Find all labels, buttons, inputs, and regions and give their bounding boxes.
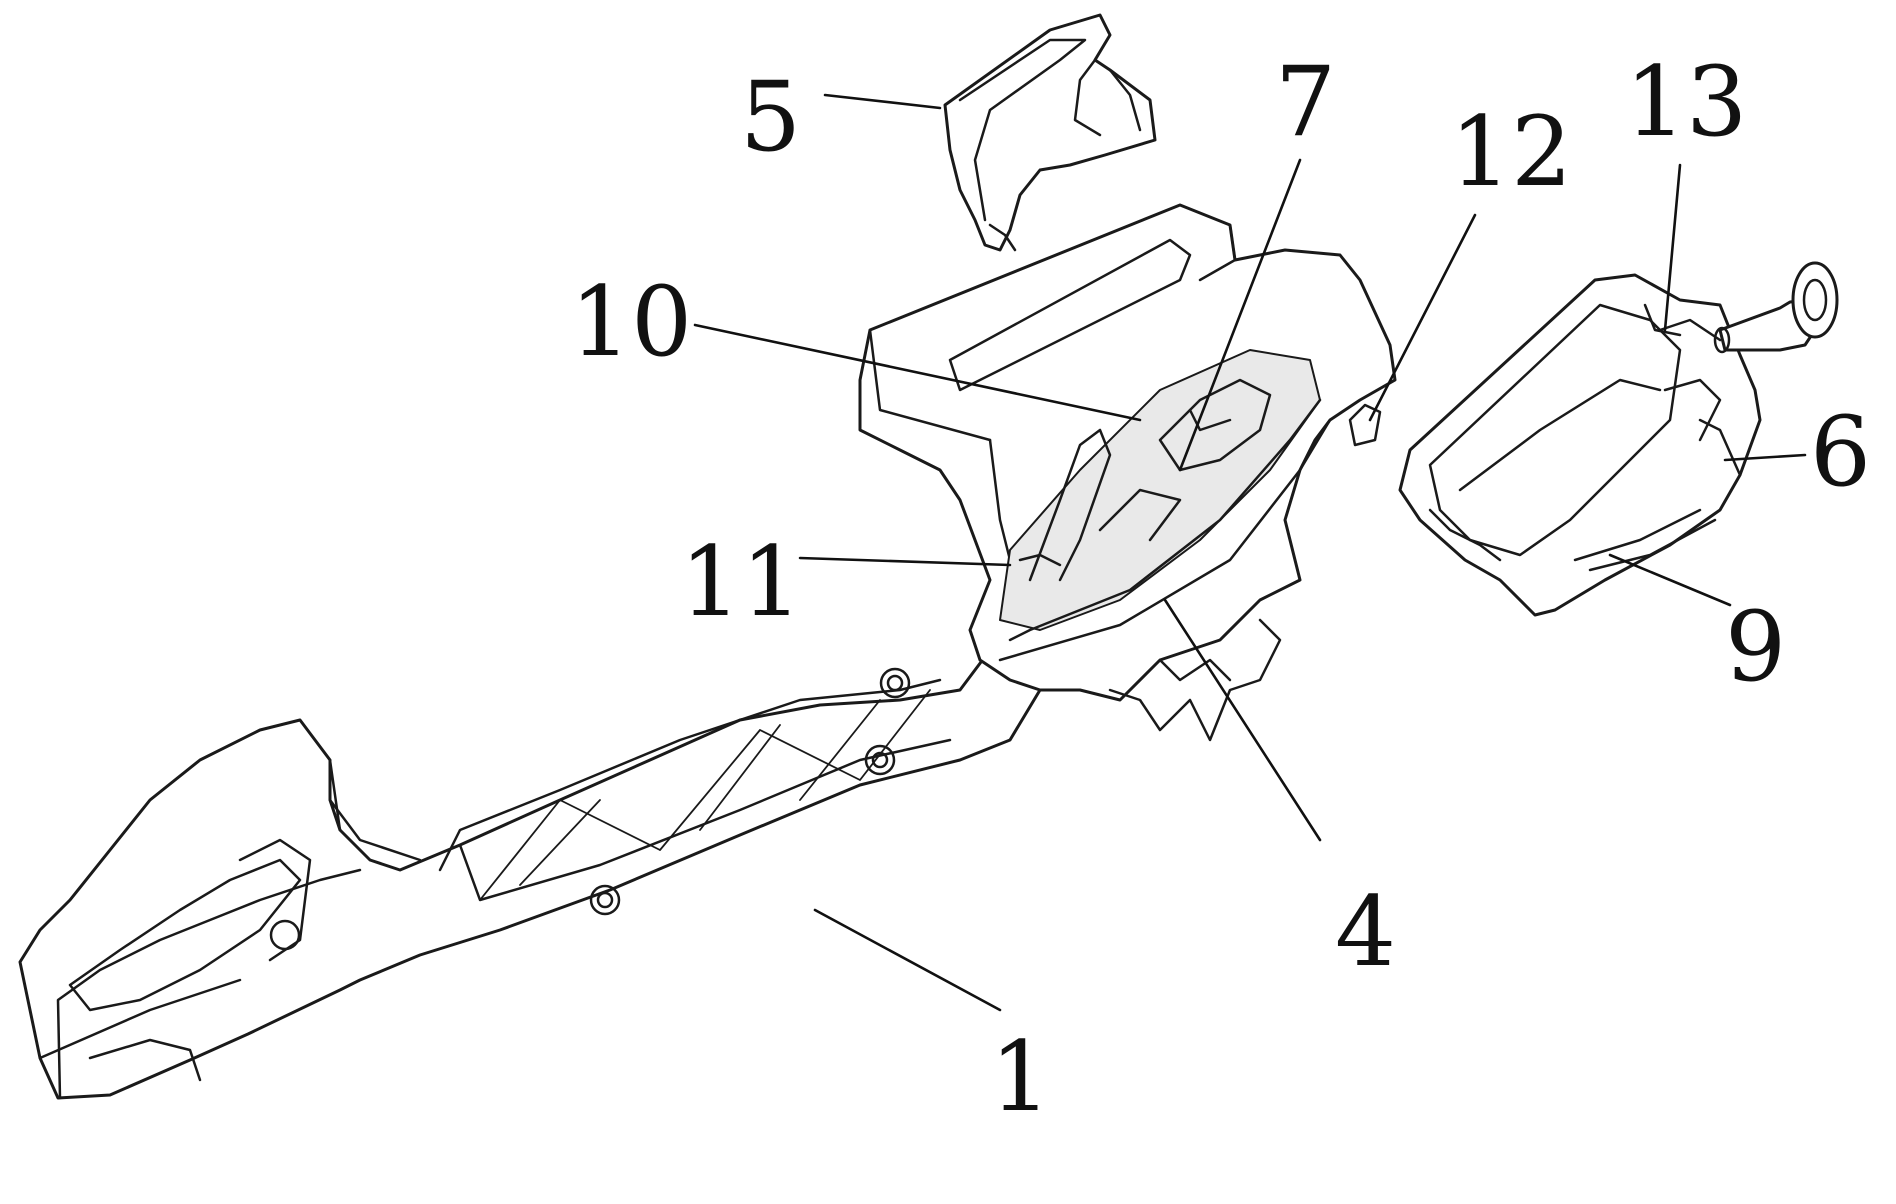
leader-9 bbox=[1610, 555, 1730, 605]
callout-11: 11 bbox=[680, 526, 802, 638]
callout-10: 10 bbox=[570, 266, 692, 378]
leader-4 bbox=[1165, 600, 1320, 840]
callout-7: 7 bbox=[1275, 46, 1336, 158]
callout-4: 4 bbox=[1335, 876, 1396, 988]
cap-part-5 bbox=[945, 15, 1155, 250]
cover-part-6 bbox=[1400, 275, 1760, 615]
leader-5 bbox=[825, 95, 940, 108]
callout-1: 1 bbox=[990, 1021, 1051, 1133]
leader-12 bbox=[1370, 215, 1475, 420]
callout-9: 9 bbox=[1725, 591, 1786, 703]
housing-body bbox=[860, 205, 1395, 740]
handle-arm-part-1 bbox=[20, 640, 1040, 1098]
callout-13: 13 bbox=[1625, 46, 1747, 158]
callout-6: 6 bbox=[1810, 396, 1871, 508]
callout-5: 5 bbox=[740, 61, 801, 173]
callout-12: 12 bbox=[1450, 96, 1572, 208]
leader-1 bbox=[815, 910, 1000, 1010]
leader-11 bbox=[800, 558, 1010, 565]
bolt-part bbox=[1715, 263, 1837, 352]
